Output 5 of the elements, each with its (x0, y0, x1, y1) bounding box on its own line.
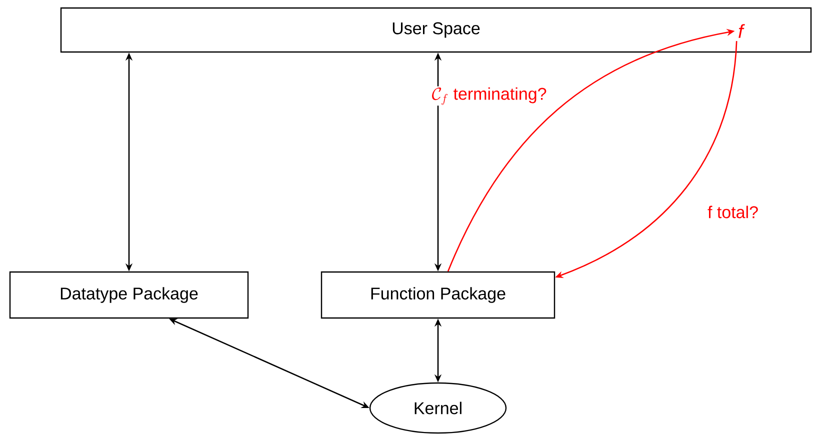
label: f (738, 24, 745, 38)
box: Function Package (320, 271, 556, 319)
edge-label: f total? (706, 204, 760, 220)
edge-label: $\mathcal{C}_f\ \text{terminating?}$ (430, 86, 548, 106)
box: Datatype Package (9, 271, 249, 319)
